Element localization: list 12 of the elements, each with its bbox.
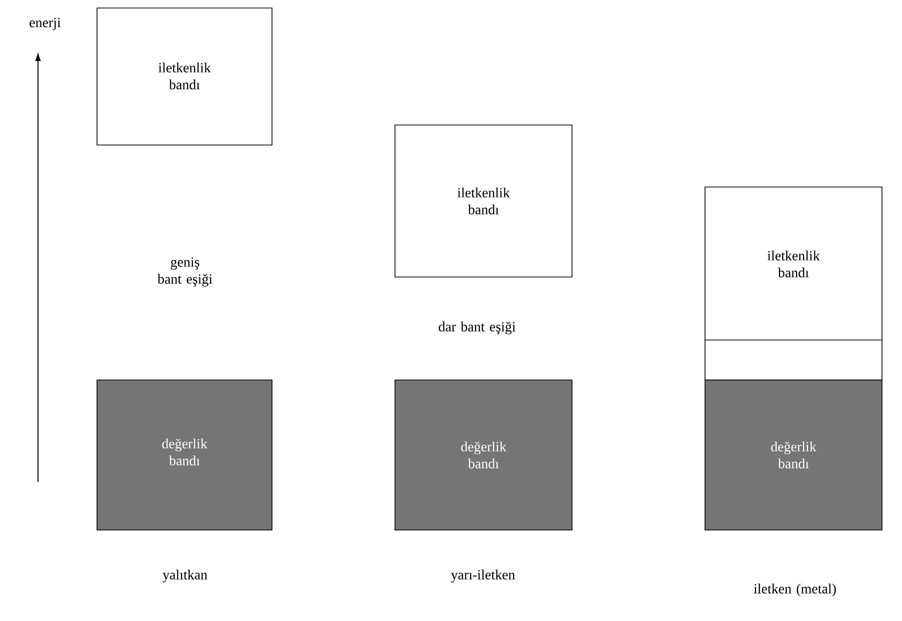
valence-band-box: değerlik bandı <box>704 380 882 530</box>
conduction-band-box: iletkenlik bandı <box>394 124 572 278</box>
valence-band-box: değerlik bandı <box>96 380 272 530</box>
material-label: iletken (metal) <box>754 584 836 596</box>
band-gap-label: geniş bant eşiği <box>158 257 212 287</box>
energy-label: enerji <box>30 18 61 30</box>
conduction-band-box: iletkenlik bandı <box>704 186 882 380</box>
valence-band-box: değerlik bandı <box>394 380 572 530</box>
material-label: yarı-iletken <box>451 570 515 582</box>
band-gap-label: dar bant eşiği <box>438 322 516 334</box>
conduction-band-box: iletkenlik bandı <box>96 8 272 146</box>
material-label: yalıtkan <box>162 570 208 582</box>
